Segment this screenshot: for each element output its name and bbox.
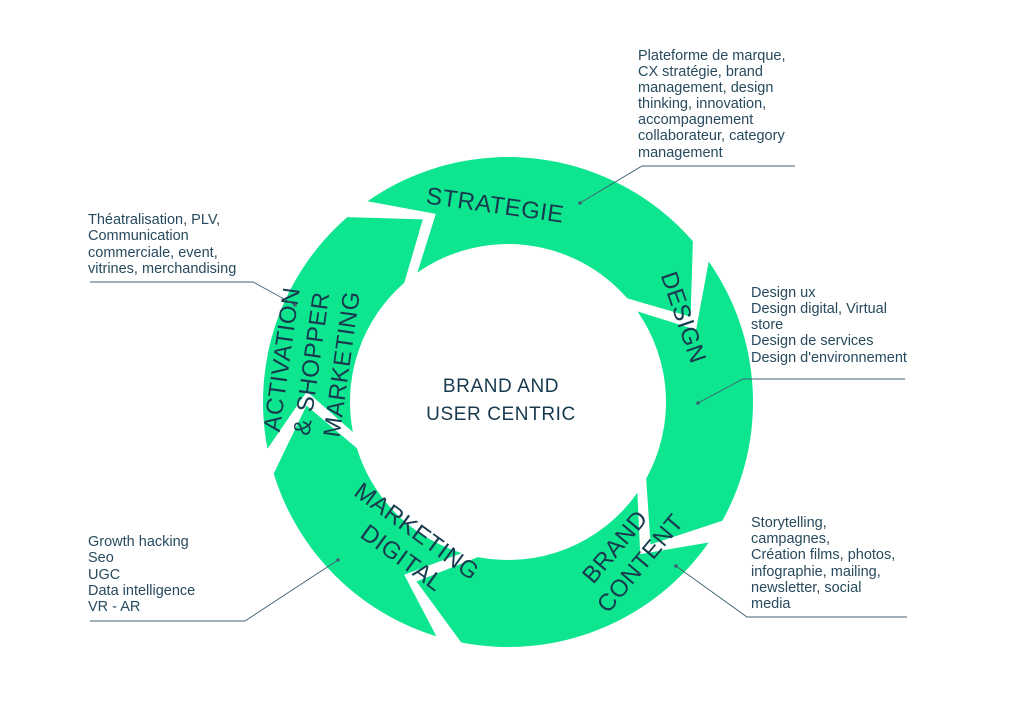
leader-dot-strategie: [578, 201, 582, 205]
center-line-1: BRAND AND: [443, 376, 559, 397]
segment-strategie: [367, 157, 693, 317]
segment-design: [637, 261, 754, 545]
leader-activation: [90, 281, 296, 306]
segment-activation: [263, 217, 423, 449]
leader-strategie: [579, 165, 795, 204]
desc-strategie: Plateforme de marque, CX stratégie, bran…: [638, 48, 790, 161]
desc-brand-content: Storytelling, campagnes, Création films,…: [751, 515, 899, 612]
leader-brand-content: [675, 565, 907, 618]
descriptions: Plateforme de marque, CX stratégie, bran…: [88, 48, 907, 615]
center-line-2: USER CENTRIC: [426, 404, 576, 425]
leader-dot-activation: [293, 303, 297, 307]
ring: [263, 157, 754, 647]
leader-marketing-digital: [90, 559, 339, 622]
leader-dot-design: [696, 401, 700, 405]
center-text: BRAND AND USER CENTRIC: [426, 376, 576, 425]
desc-marketing-digital: Growth hacking Seo UGC Data intelligence…: [88, 534, 199, 615]
leader-lines: [90, 165, 907, 622]
leader-dot-marketing-digital: [336, 558, 340, 562]
leader-design: [697, 378, 905, 404]
desc-design: Design ux Design digital, Virtual store …: [751, 285, 907, 366]
leader-dot-brand-content: [674, 564, 678, 568]
segment-marketing-digital: [273, 405, 462, 637]
segment-brand-content: [416, 492, 709, 647]
desc-activation: Théatralisation, PLV, Communication comm…: [88, 212, 236, 277]
